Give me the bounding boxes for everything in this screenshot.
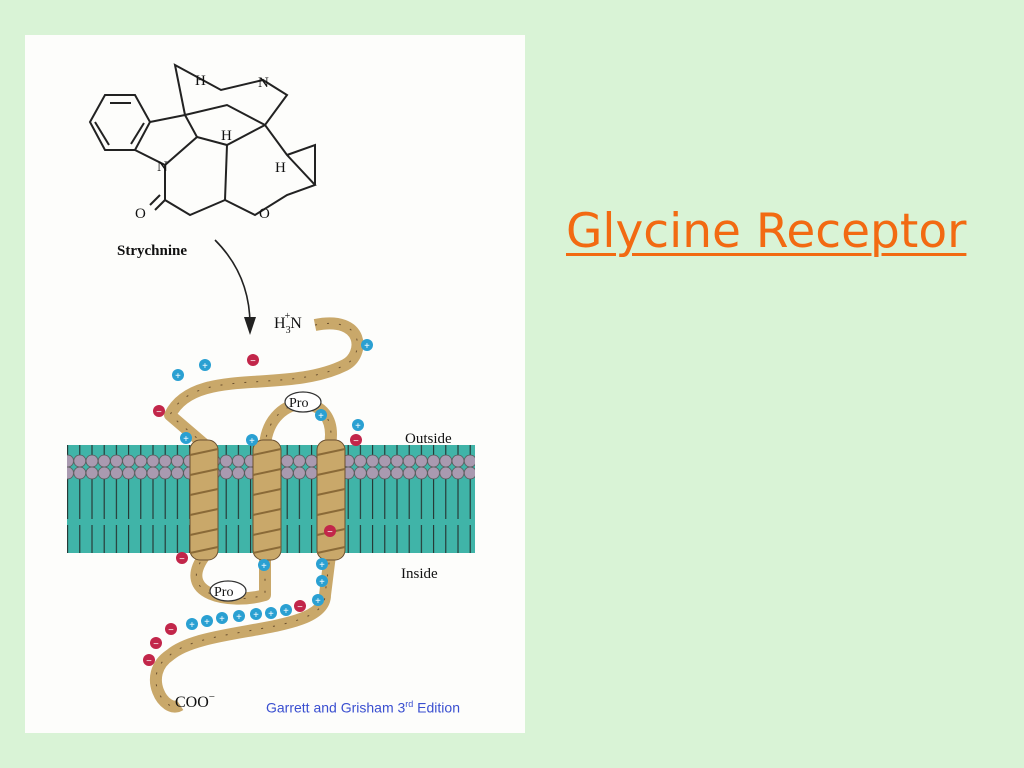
helix-stripes	[189, 448, 346, 554]
svg-text:−: −	[353, 436, 359, 447]
positive-charge: +	[201, 615, 213, 628]
svg-text:+: +	[355, 421, 361, 432]
svg-text:+: +	[319, 577, 325, 588]
textbook-figure: N N O O H H H Strychnine Pro Pro H3+N CO…	[25, 35, 525, 733]
c-terminus-label: COO−	[175, 691, 215, 711]
svg-text:−: −	[250, 356, 256, 367]
glycine-receptor-diagram: N N O O H H H Strychnine Pro Pro H3+N CO…	[67, 63, 475, 713]
pro-label-top: Pro	[289, 396, 308, 411]
negative-charge: −	[150, 637, 162, 650]
pro-label-bottom: Pro	[214, 585, 233, 600]
svg-text:+: +	[189, 620, 195, 631]
svg-text:+: +	[202, 361, 208, 372]
negative-charge: −	[165, 623, 177, 636]
svg-text:+: +	[253, 610, 259, 621]
negative-charge: −	[324, 525, 336, 538]
molecule-name: Strychnine	[117, 243, 187, 259]
atom-h1: H	[195, 73, 206, 89]
strychnine-atom-labels: N N O O H H H	[135, 73, 286, 222]
negative-charge: −	[350, 434, 362, 447]
binding-arrow	[214, 239, 251, 326]
inside-label: Inside	[401, 566, 438, 582]
positive-charge: +	[250, 608, 262, 621]
atom-h3: H	[275, 160, 286, 176]
svg-text:−: −	[153, 639, 159, 650]
svg-text:−: −	[156, 407, 162, 418]
positive-charge: +	[312, 594, 324, 607]
arrow-head	[244, 317, 256, 335]
slide-title: Glycine Receptor	[566, 204, 967, 259]
outside-label: Outside	[405, 431, 452, 447]
citation: Garrett and Grisham 3rd Edition	[266, 699, 460, 716]
svg-text:+: +	[319, 560, 325, 571]
atom-o1: O	[135, 206, 146, 222]
negative-charge: −	[247, 354, 259, 367]
n-terminus-label: H3+N	[274, 311, 302, 336]
helix-m2	[252, 439, 282, 561]
svg-text:+: +	[204, 617, 210, 628]
positive-charge: +	[280, 604, 292, 617]
pro-oval-bottom	[209, 580, 247, 602]
negative-charge: −	[294, 600, 306, 613]
svg-text:+: +	[318, 411, 324, 422]
atom-n2: N	[157, 159, 168, 175]
pro-oval-top	[284, 391, 322, 413]
helix-m3	[316, 439, 346, 561]
negative-charge: −	[153, 405, 165, 418]
svg-text:+: +	[268, 609, 274, 620]
helix-m1	[189, 439, 219, 561]
atom-n1: N	[258, 75, 269, 91]
positive-charge: +	[316, 575, 328, 588]
svg-text:−: −	[168, 625, 174, 636]
svg-text:−: −	[297, 602, 303, 613]
svg-text:+: +	[236, 612, 242, 623]
positive-charge: +	[246, 434, 258, 447]
svg-text:−: −	[179, 554, 185, 565]
positive-charge: +	[316, 558, 328, 571]
negative-charge: −	[176, 552, 188, 565]
positive-charge: +	[186, 618, 198, 631]
svg-text:+: +	[315, 596, 321, 607]
positive-charge: +	[199, 359, 211, 372]
svg-text:−: −	[146, 656, 152, 667]
svg-text:+: +	[261, 561, 267, 572]
svg-text:−: −	[327, 527, 333, 538]
positive-charge: +	[265, 607, 277, 620]
svg-text:+: +	[249, 436, 255, 447]
positive-charge: +	[315, 409, 327, 422]
negative-charge: −	[143, 654, 155, 667]
transmembrane-helices	[189, 439, 346, 561]
strychnine-structure	[88, 63, 317, 217]
positive-charge: +	[352, 419, 364, 432]
positive-charge: +	[258, 559, 270, 572]
positive-charge: +	[216, 612, 228, 625]
positive-charge: +	[233, 610, 245, 623]
positive-charge: +	[180, 432, 192, 445]
atom-h2: H	[221, 128, 232, 144]
svg-text:+: +	[364, 341, 370, 352]
atom-o2: O	[259, 206, 270, 222]
charge-markers: + + + − − + + + + − − − + + + + − + + + …	[143, 339, 373, 667]
svg-text:+: +	[283, 606, 289, 617]
positive-charge: +	[172, 369, 184, 382]
positive-charge: +	[361, 339, 373, 352]
svg-text:+: +	[219, 614, 225, 625]
svg-text:+: +	[183, 434, 189, 445]
svg-text:+: +	[175, 371, 181, 382]
